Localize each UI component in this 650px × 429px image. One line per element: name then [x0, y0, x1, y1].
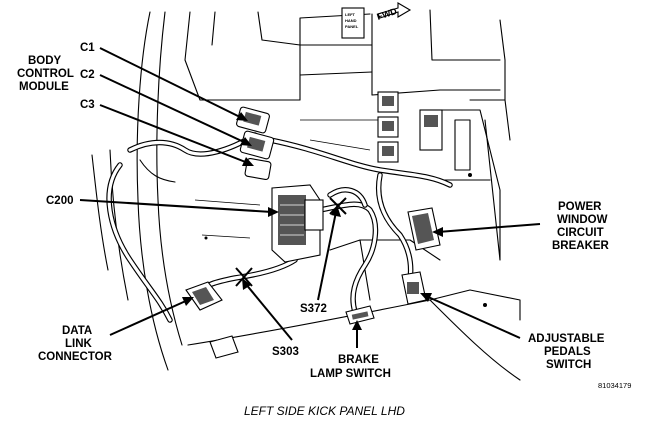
label-power-window-circuit-breaker-line-4: BREAKER [552, 240, 610, 252]
wiring-harness [106, 132, 453, 323]
adjustable-pedals-switch-part [401, 271, 427, 305]
figure-caption: LEFT SIDE KICK PANEL LHD [244, 404, 405, 418]
leader-lines [79, 47, 541, 348]
label-adjustable-pedals-switch-line-3: SWITCH [546, 359, 591, 371]
splice-s372-mark [329, 197, 347, 215]
c200-connector [271, 184, 324, 263]
forward-arrow-label: FWD [376, 6, 399, 22]
label-data-link-connector-line-2: LINK [65, 338, 93, 350]
power-window-circuit-breaker-part [407, 207, 441, 251]
splice-s303-mark [235, 267, 253, 287]
label-power-window-circuit-breaker-line-1: POWER [558, 201, 602, 213]
callout-labels: BODY CONTROL MODULE C1 C2 C3 C200 DATA L… [17, 42, 631, 418]
label-body-control-module-line-3: MODULE [19, 81, 69, 93]
figure-id: 81034179 [598, 381, 631, 390]
panel-sticker-line-3: PANEL [345, 24, 359, 29]
label-brake-lamp-switch-line-2: LAMP SWITCH [310, 368, 391, 380]
label-s372: S372 [300, 303, 327, 315]
label-body-control-module-line-1: BODY [28, 55, 62, 67]
label-c3: C3 [80, 99, 95, 111]
relay-block [377, 91, 443, 163]
panel-sticker: LEFT HAND PANEL [341, 7, 365, 39]
bcm-connectors [236, 106, 275, 181]
panel-sticker-line-2: HAND [345, 18, 357, 23]
label-body-control-module-line-2: CONTROL [17, 68, 74, 80]
label-s303: S303 [272, 346, 299, 358]
brake-lamp-switch-part [345, 305, 375, 325]
label-data-link-connector-line-1: DATA [62, 325, 92, 337]
data-link-connector-part [185, 281, 223, 311]
label-data-link-connector-line-3: CONNECTOR [38, 351, 113, 363]
panel-sticker-line-1: LEFT [345, 12, 356, 17]
label-brake-lamp-switch-line-1: BRAKE [338, 354, 379, 366]
label-power-window-circuit-breaker-line-2: WINDOW [557, 214, 608, 226]
label-c200: C200 [46, 195, 74, 207]
floor-clip [209, 335, 239, 359]
label-c1: C1 [80, 42, 95, 54]
forward-arrow: FWD [376, 2, 412, 22]
label-adjustable-pedals-switch-line-2: PEDALS [544, 346, 591, 358]
label-c2: C2 [80, 69, 95, 81]
label-power-window-circuit-breaker-line-3: CIRCUIT [557, 227, 604, 239]
label-adjustable-pedals-switch-line-1: ADJUSTABLE [528, 333, 605, 345]
